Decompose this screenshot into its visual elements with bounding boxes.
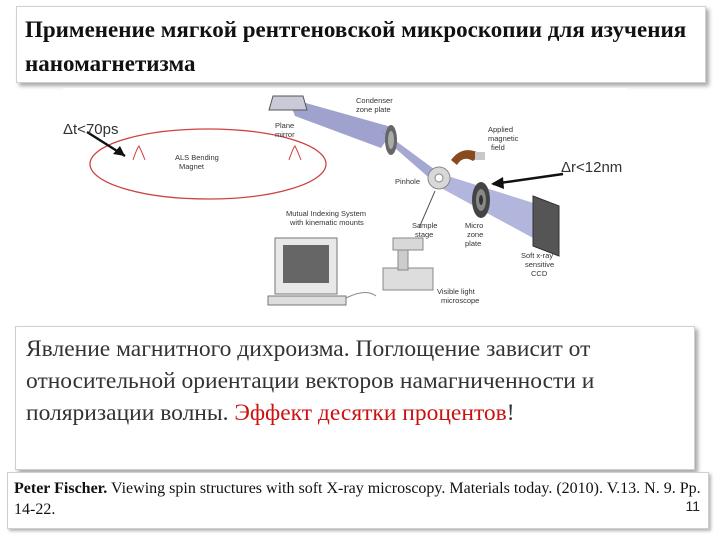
applied-label-3: field (491, 143, 505, 152)
dt-arrowhead (113, 146, 125, 156)
als-ring (89, 128, 327, 200)
vis-label-2: microscope (441, 296, 479, 305)
ccd-label-1: Soft x-ray (521, 251, 553, 260)
sample-label-1: Sample (412, 221, 437, 230)
pinhole (427, 166, 451, 190)
diagram-svg: Δt<70ps Δr<12nm Condenser zone plate Pla… (63, 95, 622, 306)
description-end: ! (506, 400, 515, 426)
condenser-zone-plate (385, 125, 397, 155)
micro-label-1: Micro (465, 221, 483, 230)
plane-label-1: Plane (275, 121, 294, 130)
vis-label-1: Visible light (437, 287, 476, 296)
arrow-to-sample (418, 190, 436, 229)
condenser-label-1: Condenser (356, 96, 393, 105)
condenser-label-2: zone plate (356, 105, 391, 114)
beam-mirror-condenser (288, 98, 395, 148)
mutual-label-2: with kinematic mounts (289, 218, 364, 227)
micro-label-2: zone (467, 230, 483, 239)
dt-label: Δt<70ps (63, 121, 118, 138)
pinhole-label: Pinhole (395, 177, 420, 186)
applied-label-1: Applied (488, 125, 513, 134)
page-number: 11 (685, 498, 700, 514)
description-accent: Эффект десятки процентов (228, 400, 507, 426)
micro-label-3: plate (465, 239, 481, 248)
pulse-left (132, 145, 146, 161)
pulse-right (288, 145, 302, 161)
dr-label: Δr<12nm (561, 159, 622, 176)
mutual-label-1: Mutual Indexing System (286, 209, 366, 218)
ccd-detector (532, 195, 560, 257)
cable (345, 292, 377, 299)
reference-author: Peter Fischer. (14, 480, 108, 497)
ccd-label-3: CCD (531, 269, 548, 278)
micro-zone-plate (472, 182, 490, 218)
dr-arrow (492, 172, 564, 186)
title-box: Применение мягкой рентгеновской микроско… (16, 6, 706, 83)
als-label-1: ALS Bending (175, 153, 219, 162)
description-box: Явление магнитного дихроизма. Поглощение… (15, 326, 695, 470)
plane-label-2: mirror (275, 130, 295, 139)
description-main: Явление магнитного дихроизма. Поглощение… (26, 336, 595, 426)
als-label-2: Magnet (179, 162, 205, 171)
slide-title: Применение мягкой рентгеновской микроско… (25, 17, 687, 76)
dr-arrowhead (491, 177, 504, 189)
description-text: Явление магнитного дихроизма. Поглощение… (26, 333, 686, 429)
sample-label-2: stage (415, 230, 433, 239)
reference-citation: Viewing spin structures with soft X-ray … (14, 480, 701, 518)
reference-box: Peter Fischer. Viewing spin structures w… (7, 472, 709, 529)
plane-mirror (268, 95, 308, 111)
ccd-label-2: sensitive (525, 260, 554, 269)
reference-text: Peter Fischer. Viewing spin structures w… (14, 478, 704, 520)
xray-microscope-diagram: Δt<70ps Δr<12nm Condenser zone plate Pla… (63, 88, 627, 320)
visible-light-microscope (382, 237, 434, 291)
applied-magnet (451, 150, 485, 165)
computer (267, 237, 347, 306)
applied-label-2: magnetic (488, 134, 519, 143)
